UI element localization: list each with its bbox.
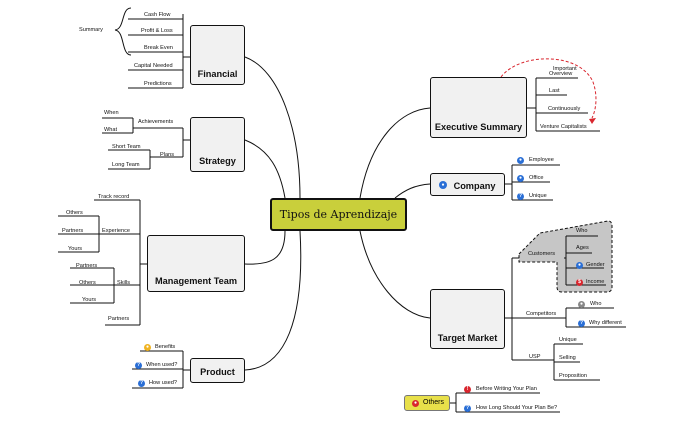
- strategy-item[interactable]: What: [104, 127, 118, 133]
- central-topic[interactable]: Tipos de Aprendizaje: [270, 198, 407, 231]
- experience-item[interactable]: Others: [66, 210, 83, 216]
- achievements-label[interactable]: Achievements: [138, 119, 174, 125]
- question-icon: ?: [464, 405, 471, 412]
- product-item[interactable]: How used?: [149, 380, 177, 386]
- management-title: Management Team: [154, 276, 238, 286]
- executive-summary-node[interactable]: Executive Summary: [430, 77, 527, 138]
- financial-summary-label[interactable]: Summary: [79, 27, 103, 33]
- usp-item[interactable]: Unique: [559, 337, 577, 343]
- target-market-node[interactable]: Target Market: [430, 289, 505, 349]
- track-record-label[interactable]: Track record: [98, 194, 130, 200]
- company-item[interactable]: Office: [529, 175, 544, 181]
- competitors-label[interactable]: Competitors: [526, 311, 557, 317]
- person-icon: ●: [578, 301, 585, 308]
- executive-title: Executive Summary: [434, 122, 523, 132]
- company-icon: ●: [439, 181, 447, 189]
- important-arrow: [500, 58, 597, 119]
- question-icon: ?: [138, 380, 145, 387]
- customers-item[interactable]: Income: [586, 279, 605, 285]
- partners-label[interactable]: Partners: [108, 316, 130, 322]
- others-item[interactable]: How Long Should Your Plan Be?: [476, 405, 558, 411]
- customers-item[interactable]: Gender: [586, 262, 605, 268]
- gender-icon: ●: [576, 262, 583, 269]
- executive-item[interactable]: Last: [549, 88, 560, 94]
- executive-item[interactable]: Continuously: [548, 106, 581, 112]
- usp-item[interactable]: Proposition: [559, 373, 587, 379]
- financial-item[interactable]: Predictions: [144, 81, 172, 87]
- strategy-node[interactable]: Strategy: [190, 117, 245, 172]
- executive-item[interactable]: Venture Capitalists: [540, 124, 587, 130]
- target-title: Target Market: [437, 333, 498, 343]
- important-label: Important: [553, 66, 577, 72]
- skills-label[interactable]: Skills: [117, 280, 131, 286]
- management-team-node[interactable]: Management Team: [147, 235, 245, 292]
- company-item[interactable]: Employee: [529, 157, 554, 163]
- others-label: Others: [423, 399, 445, 406]
- financial-title: Financial: [197, 69, 238, 79]
- question-icon: ?: [578, 320, 585, 327]
- customers-item[interactable]: Ages: [576, 245, 589, 251]
- executive-item[interactable]: Overview: [549, 71, 573, 77]
- others-icon: ●: [412, 400, 419, 407]
- competitors-item[interactable]: Why different: [589, 320, 622, 326]
- skills-item[interactable]: Yours: [82, 297, 97, 303]
- plans-label[interactable]: Plans: [160, 152, 174, 158]
- alert-icon: !: [464, 386, 471, 393]
- unique-icon: ?: [517, 193, 524, 200]
- others-node[interactable]: ● Others: [404, 395, 450, 411]
- product-item[interactable]: Benefits: [155, 344, 176, 350]
- company-title: Company: [453, 181, 496, 191]
- experience-label[interactable]: Experience: [102, 228, 130, 234]
- product-title: Product: [200, 367, 235, 377]
- financial-item[interactable]: Capital Needed: [134, 63, 173, 69]
- experience-item[interactable]: Partners: [62, 228, 84, 234]
- skills-item[interactable]: Others: [79, 280, 96, 286]
- financial-item[interactable]: Profit & Loss: [141, 28, 173, 34]
- strategy-title: Strategy: [199, 156, 236, 166]
- employee-icon: ●: [517, 157, 524, 164]
- financial-node[interactable]: Financial: [190, 25, 245, 85]
- usp-label[interactable]: USP: [529, 354, 541, 360]
- skills-item[interactable]: Partners: [76, 263, 98, 269]
- usp-item[interactable]: Selling: [559, 355, 576, 361]
- question-icon: ?: [135, 362, 142, 369]
- product-node[interactable]: Product: [190, 358, 245, 383]
- customers-item[interactable]: Who: [576, 228, 588, 234]
- company-node[interactable]: ● Company: [430, 173, 505, 196]
- company-item[interactable]: Unique: [529, 193, 547, 199]
- office-icon: ●: [517, 175, 524, 182]
- benefits-icon: ●: [144, 344, 151, 351]
- strategy-item[interactable]: Short Team: [112, 144, 141, 150]
- strategy-item[interactable]: When: [104, 110, 119, 116]
- others-item[interactable]: Before Writing Your Plan: [476, 386, 537, 392]
- experience-item[interactable]: Yours: [68, 246, 83, 252]
- financial-item[interactable]: Cash Flow: [144, 12, 171, 18]
- financial-item[interactable]: Break Even: [144, 45, 173, 51]
- product-item[interactable]: When used?: [146, 362, 178, 368]
- strategy-item[interactable]: Long Team: [112, 162, 140, 168]
- income-icon: $: [576, 279, 583, 286]
- competitors-item[interactable]: Who: [590, 301, 602, 307]
- customers-label[interactable]: Customers: [528, 251, 556, 257]
